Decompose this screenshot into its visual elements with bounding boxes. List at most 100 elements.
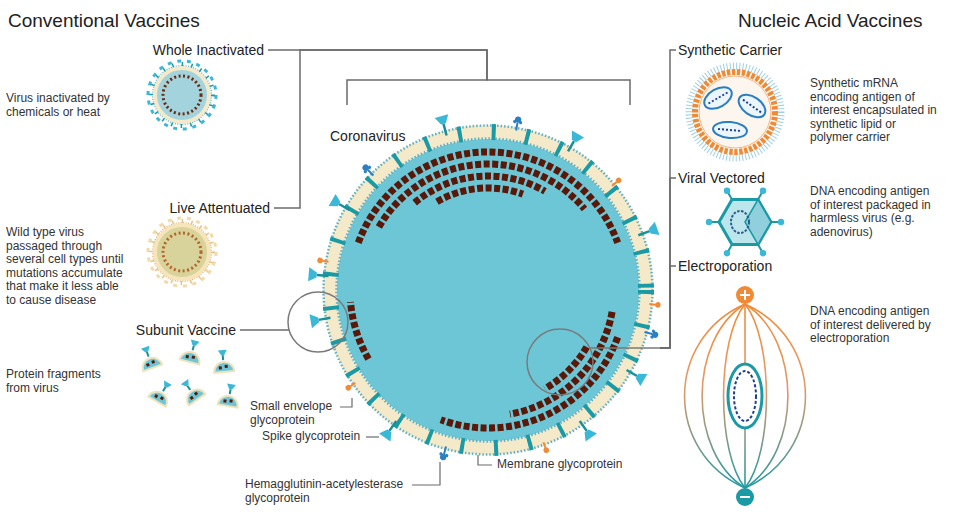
live-attenuated-virus [148, 218, 216, 286]
spike-glycoprotein [574, 417, 597, 441]
live-attenuated-virus [156, 226, 208, 278]
small-envelope-glycoprotein [541, 441, 550, 454]
callout-circle [527, 329, 593, 395]
whole-inactivated-virus [163, 76, 201, 114]
leader-line [340, 398, 492, 485]
protein-fragments [136, 338, 242, 408]
spike-glycoprotein [308, 114, 659, 441]
spike-glycoprotein [636, 222, 660, 242]
vaccine-description: Protein fragments from virus [6, 368, 114, 395]
spike-glycoprotein [308, 267, 329, 283]
vaccine-type: Whole InactivatedVirus inactivated by ch… [0, 42, 268, 130]
lipid-nanoparticle [699, 76, 771, 148]
callout-circle [288, 292, 660, 395]
spike-glycoprotein [310, 311, 332, 328]
lipid-nanoparticle [695, 72, 775, 152]
vaccine-type: Viral VectoredDNA encoding antigen of in… [676, 170, 952, 256]
electric-field [685, 304, 806, 488]
lipid-nanoparticle [701, 83, 736, 114]
protein-fragments [176, 376, 205, 405]
whole-inactivated-virus [151, 64, 213, 126]
spike-glycoprotein [435, 114, 454, 137]
adenovirus-vector [778, 219, 784, 225]
live-attenuated-virus [163, 233, 201, 271]
adenovirus-vector [706, 219, 712, 225]
vaccine-description: Virus inactivated by chemicals or heat [6, 92, 124, 119]
whole-inactivated-virus [148, 61, 216, 129]
nucleocapsid [415, 176, 545, 203]
small-envelope-glycoprotein [317, 176, 661, 453]
adenovirus-vector [760, 188, 766, 194]
virus-name: Coronavirus [330, 128, 405, 144]
nucleocapsid [437, 188, 523, 202]
spike-glycoprotein [623, 364, 647, 386]
adenovirus-vector [724, 188, 730, 194]
part-label: Membrane glycoprotein [497, 458, 622, 472]
adenovirus-vector [719, 200, 771, 245]
electric-field [685, 286, 806, 506]
live-attenuated-virus [148, 218, 216, 286]
part-label: Small envelope glycoprotein [250, 400, 342, 427]
adenovirus-vector [709, 191, 781, 253]
part-label: Spike glycoprotein [262, 430, 360, 444]
membrane-glycoprotein [330, 132, 646, 448]
protein-fragments [180, 338, 205, 364]
connector [660, 50, 676, 348]
small-envelope-glycoprotein [344, 381, 356, 392]
connector [240, 329, 289, 331]
protein-fragments [136, 344, 162, 372]
vaccine-description: DNA encoding antigen of interest deliver… [810, 305, 942, 346]
vaccine-heading: Viral Vectored [678, 170, 765, 186]
electric-field [736, 286, 754, 304]
lipid-nanoparticle [718, 129, 742, 131]
lipid-nanoparticle [708, 93, 727, 104]
hemagglutinin-glycoprotein [360, 116, 659, 462]
callout-circle [590, 347, 660, 349]
lipid-membrane [330, 132, 646, 448]
protein-fragments [218, 383, 242, 408]
vaccine-heading: Live Attentuated [170, 200, 270, 216]
spike-glycoprotein [329, 194, 353, 216]
vaccine-heading: Subunit Vaccine [136, 322, 236, 338]
whole-inactivated-virus [156, 69, 208, 121]
vaccine-heading: Synthetic Carrier [678, 42, 782, 58]
small-envelope-glycoprotein [610, 176, 622, 188]
small-envelope-glycoprotein [649, 301, 661, 308]
part-label: Hemagglutinin-acetylesterase glycoprotei… [245, 478, 420, 505]
hemagglutinin-glycoprotein [360, 162, 377, 179]
electric-field [740, 496, 750, 498]
lipid-nanoparticle [689, 66, 781, 158]
nucleocapsid [379, 164, 585, 227]
electric-field [736, 488, 754, 506]
vaccine-description: Synthetic mRNA encoding antigen of inter… [810, 77, 942, 145]
vaccine-heading: Whole Inactivated [153, 42, 264, 58]
protein-fragments [148, 378, 176, 407]
lipid-nanoparticle [689, 66, 781, 158]
vaccine-type: Synthetic CarrierSynthetic mRNA encoding… [676, 42, 952, 160]
nucleocapsid [351, 152, 618, 428]
vaccine-description: DNA encoding antigen of interest package… [810, 185, 942, 239]
adenovirus-vector [731, 211, 749, 233]
whole-inactivated-virus [155, 68, 209, 122]
adenovirus-vector [724, 250, 730, 256]
lipid-nanoparticle [743, 100, 761, 113]
lipid-nanoparticle [712, 121, 747, 140]
leader-line [340, 398, 352, 407]
live-attenuated-virus [153, 223, 212, 282]
spike-glycoprotein [562, 131, 584, 155]
electric-field [734, 371, 756, 421]
connector [660, 178, 676, 348]
live-attenuated-virus [151, 221, 213, 283]
group-heading: Conventional Vaccines [8, 10, 200, 32]
electric-field [728, 364, 762, 428]
whole-inactivated-virus [148, 61, 216, 129]
lipid-heads [337, 139, 640, 442]
vaccine-heading: Electroporation [678, 258, 772, 274]
vaccine-type: ElectroporationDNA encoding antigen of i… [676, 258, 952, 512]
live-attenuated-virus [155, 225, 209, 279]
spike-glycoprotein [379, 417, 402, 441]
connector [268, 50, 487, 105]
vaccine-description: Wild type virus passaged through several… [6, 226, 128, 307]
coronavirus-illustration [308, 114, 661, 461]
hemagglutinin-glycoprotein [512, 116, 524, 132]
